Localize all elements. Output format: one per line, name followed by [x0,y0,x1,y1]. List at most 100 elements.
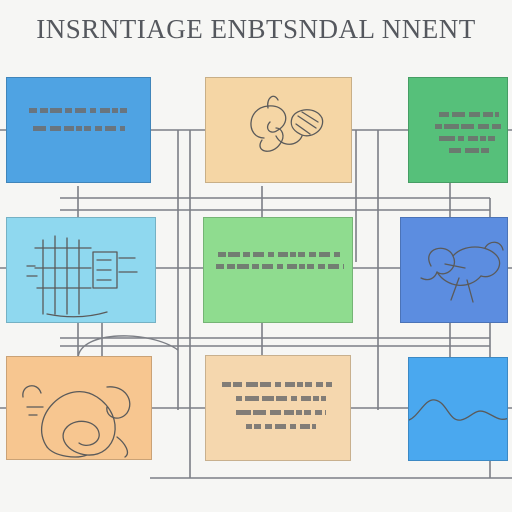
sketch-stroke [275,135,303,145]
scribble-glyph [312,424,316,429]
sketch-stroke [295,111,319,135]
scribble-glyph [305,382,312,387]
scribble-glyph [64,126,74,131]
building-sketch-icon [26,235,138,318]
scribble-glyph [452,112,465,117]
sketch-stroke [46,446,88,458]
scribble-glyph [245,396,259,401]
scribble-glyph [465,148,479,153]
diagram-node-r1c3 [408,77,508,183]
scribble-glyph [483,112,493,117]
sketch-stroke [259,127,284,152]
scribble-glyph [262,264,273,269]
scribble-glyph [216,264,224,269]
scribble-glyph [478,124,489,129]
scribble-glyph [218,252,226,257]
scribble-text [29,108,127,131]
sketch-stroke [420,271,438,281]
sketch-stroke [42,235,80,315]
scribble-glyph [300,424,310,429]
scribble-glyph [227,264,235,269]
scribble-glyph [254,424,261,429]
scribble-glyph [246,382,258,387]
sketch-stroke [436,271,482,286]
scribble-glyph [458,136,464,141]
scribble-glyph [319,252,330,257]
scribble-glyph [260,382,271,387]
diagram-node-r3c3 [408,357,508,461]
diagram-node-r1c2 [205,77,352,183]
scribble-glyph [325,410,326,415]
scribble-glyph [444,124,459,129]
scribble-glyph [313,396,319,401]
scribble-glyph [275,382,281,387]
sketch-stroke [409,399,507,421]
scribble-glyph [481,148,489,153]
scribble-glyph [90,108,96,113]
sketch-stroke [22,385,42,398]
scribble-glyph [268,252,274,257]
scribble-glyph [236,396,242,401]
diagram-node-r2c2 [203,217,353,323]
scribble-text [216,252,344,269]
scribble-glyph [84,126,91,131]
scribble-glyph [243,252,250,257]
scribble-glyph [33,126,46,131]
sketch-stroke [34,247,92,289]
scribble-glyph [40,108,48,113]
diagram-node-r2c3 [400,217,508,323]
scribble-glyph [275,424,286,429]
scribble-glyph [343,264,344,269]
sketch-stroke [26,265,38,277]
scribble-glyph [328,264,339,269]
scribble-glyph [285,382,295,387]
scribble-glyph [492,124,501,129]
diagram-title: INSRNTIAGE ENBTSNDAL NNENT [36,14,476,44]
scribble-glyph [449,148,461,153]
scribble-glyph [321,396,326,401]
scribble-glyph [439,112,449,117]
scribble-glyph [304,410,311,415]
scribble-glyph [287,264,297,269]
sketch-stroke [106,386,131,419]
scribble-glyph [326,382,332,387]
scribble-glyph [290,424,296,429]
scribble-glyph [253,410,266,415]
scribble-glyph [50,126,61,131]
scribble-glyph [265,424,272,429]
scribble-glyph [95,126,102,131]
scribble-glyph [299,264,305,269]
diagram-node-r3c2 [205,355,351,461]
scribble-glyph [296,410,302,415]
wave-sketch-icon [409,399,507,421]
sketch-stroke [484,241,504,251]
sketch-stroke [452,246,501,278]
sketch-stroke [41,391,116,456]
scribble-glyph [307,264,314,269]
scribble-glyph [468,136,478,141]
scribble-glyph [297,382,303,387]
scribble-glyph [276,396,287,401]
scribble-glyph [461,124,474,129]
scribble-glyph [120,126,125,131]
sketch-stroke [290,109,324,137]
sketch-stroke [46,311,108,318]
scribble-glyph [315,410,322,415]
scribble-glyph [309,252,316,257]
sketch-stroke [116,436,129,458]
loop-sketch-icon [22,385,131,458]
scribble-glyph [316,382,323,387]
scribble-glyph [291,396,297,401]
scribble-glyph [284,410,294,415]
scribble-glyph [278,252,288,257]
diagram-node-r3c1 [6,356,152,460]
scribble-glyph [469,112,480,117]
sketch-stroke [118,257,138,273]
scribble-glyph [262,396,274,401]
scribble-glyph [290,252,296,257]
diagram-node-r1c1 [6,77,151,183]
scribble-glyph [75,108,86,113]
sketch-stroke [92,251,118,289]
scribble-glyph [105,126,116,131]
scribble-glyph [495,112,499,117]
